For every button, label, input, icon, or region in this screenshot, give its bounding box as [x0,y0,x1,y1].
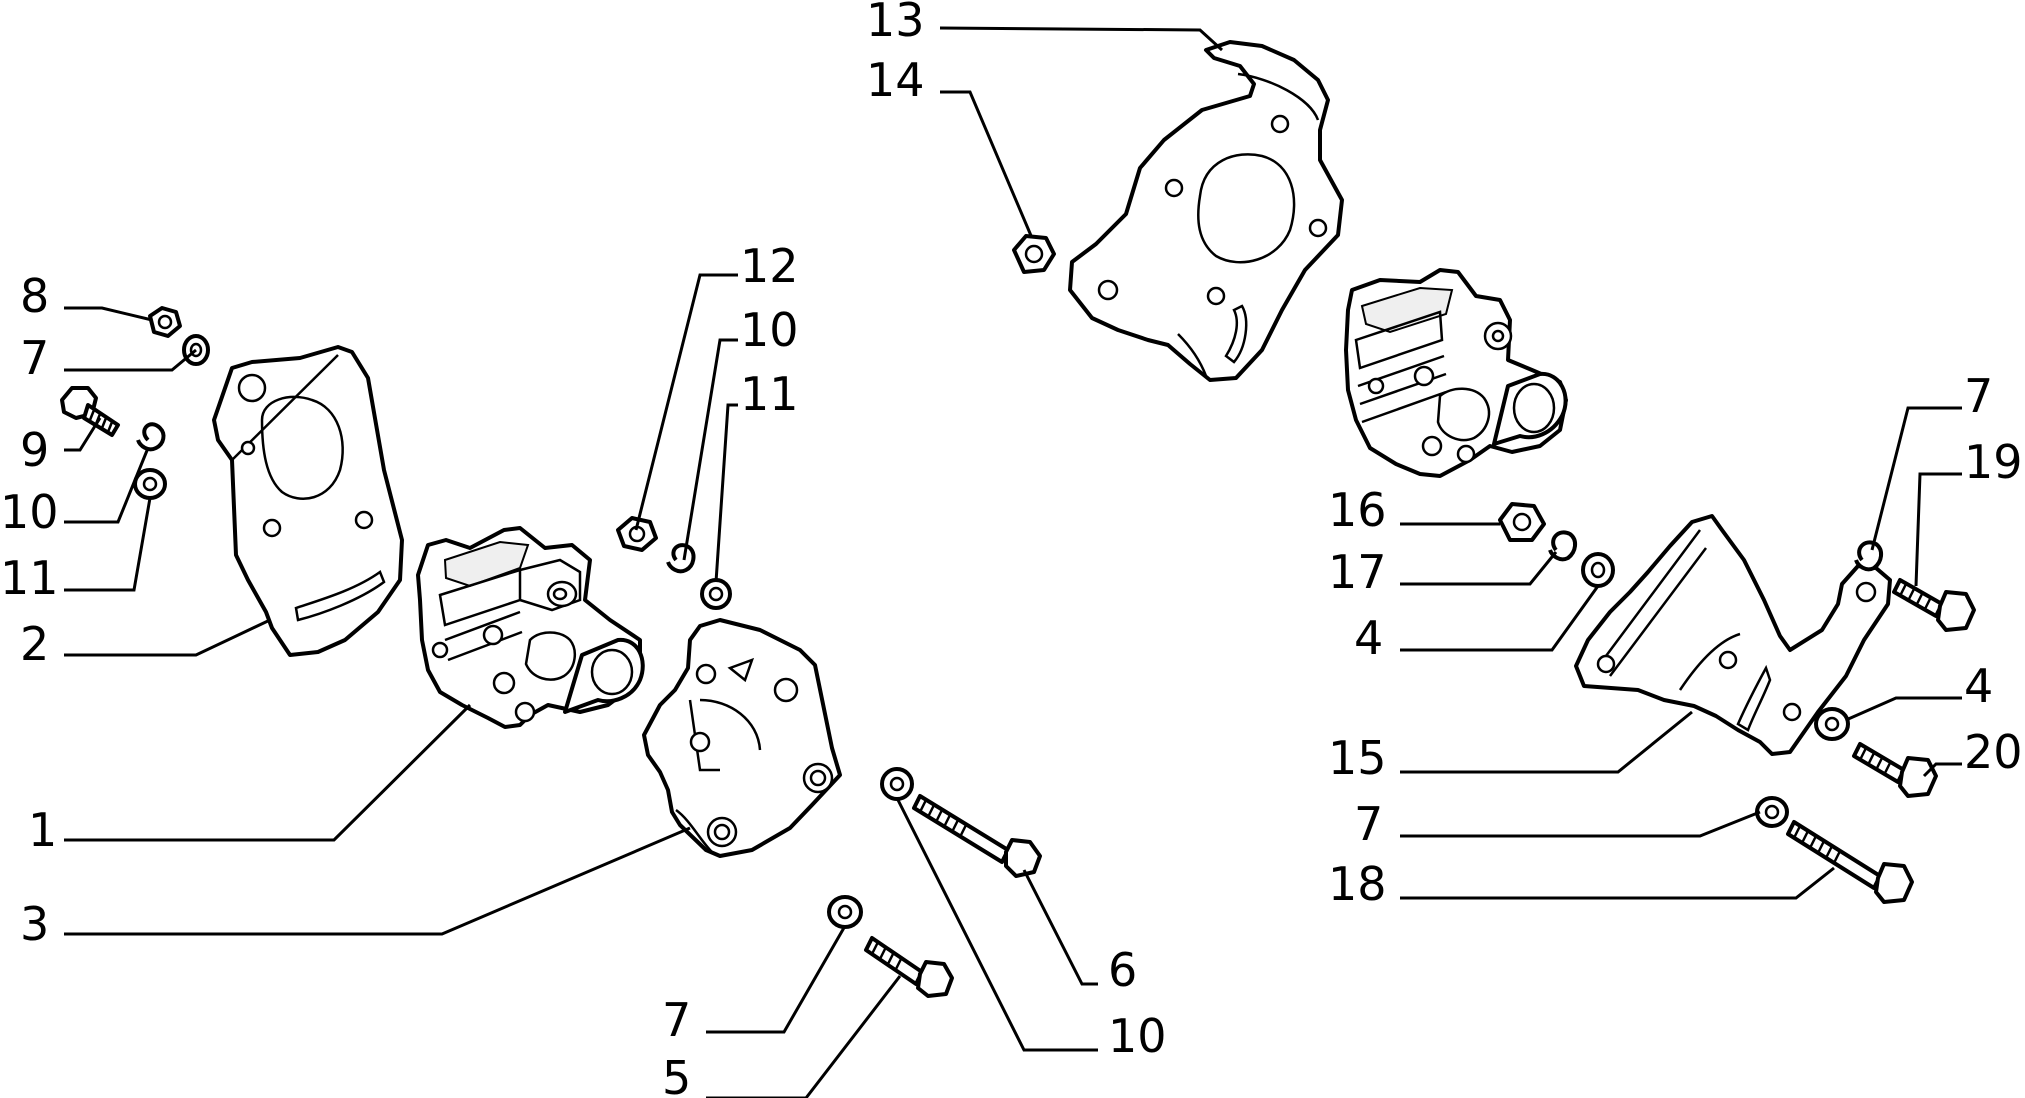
callout-4: 4 [1964,659,1993,713]
callout-8: 8 [20,269,49,323]
flat-washer-right [1581,552,1615,588]
callout-13: 13 [866,0,925,47]
callout-15: 15 [1328,731,1387,785]
leader-6 [1022,869,1098,986]
callout-7: 7 [1964,369,1993,423]
bracket-plate-top [1068,40,1344,382]
nut-middle [616,516,658,552]
leader-lines [64,26,1962,1098]
callout-7: 7 [662,993,691,1047]
leader-7b [706,925,847,1034]
leader-11a [64,497,152,592]
leader-4a [1400,585,1600,652]
callout-11: 11 [0,551,59,605]
leader-5 [706,975,902,1098]
bolt-upper-right [1892,578,1976,632]
flat-washer-middle [700,578,732,610]
washer-lower-right [1755,796,1789,828]
leader-2 [64,618,271,657]
leader-10b [682,338,738,561]
leader-12 [634,273,738,531]
callout-1: 1 [28,803,57,857]
leader-1 [64,703,472,842]
callout-7: 7 [1354,797,1383,851]
leader-10c [895,797,1098,1052]
spring-washer-left [136,422,166,452]
callout-4: 4 [1354,611,1383,665]
callout-6: 6 [1108,943,1137,997]
nut-top [1012,234,1056,274]
bracket-plate-right [1574,514,1892,756]
callout-11: 11 [740,367,799,421]
leader-19 [1914,472,1962,587]
leader-11b [714,403,738,583]
callout-10: 10 [1108,1009,1167,1063]
leader-7a [64,348,197,372]
bracket-plate-left [212,345,404,657]
leader-8 [64,306,153,322]
long-bolt-lower-right [1786,820,1914,904]
nut-left [148,306,182,338]
steering-pump-left [416,526,645,729]
leader-7d [1870,406,1962,551]
steering-pump-right [1344,268,1568,478]
callout-5: 5 [662,1051,691,1098]
leader-18 [1400,866,1835,900]
leader-10a [64,447,150,524]
leader-7c [1400,810,1761,838]
nut-right [1498,502,1546,542]
leader-3 [64,826,691,936]
bolt-left [60,386,120,437]
pump-bracket-left [642,618,842,858]
spring-washer-middle [666,543,696,574]
washer-left [182,334,210,366]
leader-15 [1400,710,1693,774]
washer-lower [827,895,863,929]
leader-4b [1845,696,1962,722]
callout-20: 20 [1964,725,2023,779]
callout-10: 10 [0,485,59,539]
callout-18: 18 [1328,857,1387,911]
washer-lower-middle [880,767,914,801]
washer-mid-right [1814,707,1850,741]
callout-12: 12 [740,239,799,293]
callout-19: 19 [1964,435,2023,489]
leader-13 [939,26,1224,52]
leader-9 [64,417,102,452]
callout-7: 7 [20,331,49,385]
flat-washer-left [133,468,167,500]
callout-10: 10 [740,303,799,357]
leader-20 [1922,762,1962,778]
bolt-mid-right [1852,742,1938,798]
callout-17: 17 [1328,545,1387,599]
callout-14: 14 [866,53,925,107]
callout-2: 2 [20,617,49,671]
leader-14 [940,90,1034,239]
callout-9: 9 [20,423,49,477]
spring-washer-upper-right [1854,540,1883,572]
short-bolt-lower [864,936,954,998]
callout-16: 16 [1328,483,1387,537]
long-bolt-middle [912,794,1042,878]
callout-3: 3 [20,897,49,951]
leader-17 [1400,551,1558,586]
